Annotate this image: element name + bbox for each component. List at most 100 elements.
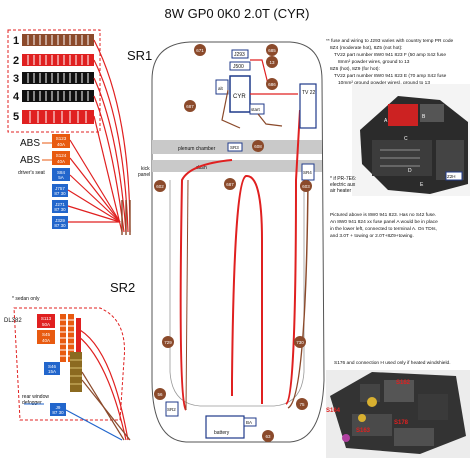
svg-text:J9: J9 [56, 405, 61, 410]
svg-text:75: 75 [299, 402, 305, 407]
note-line-4: 8mm² powder wires, ground to 13 [338, 59, 410, 65]
svg-text:Z2H: Z2H [447, 174, 456, 179]
sr4-box [301, 163, 315, 181]
sr1-row-4: 4 [13, 91, 20, 103]
fr-note: * if PR-7E6: electric aux air heater [330, 176, 358, 194]
starter-label: start [251, 107, 261, 112]
svg-text:B: B [422, 114, 426, 120]
svg-text:687: 687 [226, 182, 234, 187]
sr1-fuse-S123: S123 40A [52, 134, 70, 148]
j293-box [231, 49, 249, 59]
svg-text:S163: S163 [356, 428, 371, 434]
car-body-outline [151, 41, 325, 443]
diagram-title: 8W GP0 0K0 2.0T (CYR) [165, 6, 310, 21]
sr1-fuse-dividers [27, 35, 89, 123]
svg-text:A: A [384, 118, 388, 124]
sr1-fuse-row-5 [22, 110, 94, 124]
notes-top: ** fuse and wiring to J293 varies with c… [326, 38, 454, 86]
sr2-note: * sedan only [12, 296, 40, 302]
svg-text:87 30: 87 30 [54, 207, 66, 212]
svg-text:S113: S113 [41, 316, 52, 321]
svg-text:5A: 5A [58, 175, 64, 180]
note-line-6: TV22 part number 8W0 941 823 E (70 amp S… [334, 73, 447, 79]
dl382-label: DL382 [4, 318, 22, 324]
note-line-3: TV22 part number 8W0 941 823 F (50 amp S… [334, 52, 446, 58]
battery-box [205, 415, 245, 439]
ground-wire-right [287, 179, 309, 409]
svg-text:730: 730 [296, 340, 304, 345]
svg-text:15A: 15A [48, 369, 56, 374]
sr2-label: SR2 [110, 280, 135, 295]
note-line-5: 8Z6 (hot), 8Z9 (for hot): [330, 66, 380, 72]
svg-text:729: 729 [164, 340, 172, 345]
sr2-fuse-S46: S46 15A [44, 362, 60, 375]
alternator-box [215, 79, 229, 95]
svg-text:56: 56 [157, 392, 163, 397]
sr2-outline [13, 307, 125, 421]
dash-label: dash [196, 165, 207, 171]
cyr-label: CYR [233, 94, 246, 100]
ground-node-602: 602 [154, 180, 166, 192]
battery-label: battery [214, 430, 230, 436]
sr1-panel: SR1 1 2 3 4 5 ABS ABS S123 40A [7, 29, 152, 235]
svg-text:S84: S84 [57, 170, 66, 175]
svg-text:S178: S178 [394, 420, 409, 426]
sr1-relay-J329: J329 87 30 [52, 216, 68, 229]
ba-label: BA [246, 420, 252, 425]
starter-box [249, 103, 265, 115]
svg-text:S162: S162 [396, 380, 411, 386]
svg-text:13: 13 [269, 60, 275, 65]
j500-box [229, 61, 251, 71]
cabin-outline [169, 180, 305, 407]
sr1-row-3: 3 [13, 73, 19, 85]
notes-bottom: S176 and connection H used only if heate… [334, 360, 451, 366]
note-line-7: 10mm² ground powder wires), ground to 13 [338, 80, 430, 86]
ground-node-671: 671 [194, 44, 206, 56]
svg-text:J757: J757 [55, 186, 65, 191]
notes-mid: Pictured above is 8W0 941 823. Has no S4… [330, 212, 438, 239]
sr2-wires [65, 329, 131, 441]
svg-text:87 30: 87 30 [52, 410, 64, 415]
svg-text:J271: J271 [55, 202, 65, 207]
svg-text:87 30: 87 30 [54, 191, 66, 196]
plenum-label: plenum chamber [178, 146, 216, 152]
svg-text:D: D [408, 168, 412, 174]
sr2-relay-J9: J9 87 30 [50, 403, 66, 416]
sr1-row-5: 5 [13, 111, 19, 123]
sr1-abs-2: ABS [20, 155, 40, 166]
ground-node-685: 685 [266, 44, 278, 56]
j293-label: J293 [234, 52, 245, 58]
ground-node-729: 729 [162, 336, 174, 348]
svg-text:E: E [420, 182, 424, 188]
sr1-ground-wires [121, 200, 131, 235]
note-line-1: ** fuse and wiring to J293 varies with c… [326, 38, 454, 44]
svg-text:40A: 40A [42, 338, 50, 343]
sr1-row-1: 1 [13, 35, 19, 47]
fuse-box-photo-2: S162 S164 S163 S178 [326, 370, 470, 458]
svg-text:687: 687 [186, 104, 194, 109]
ground-node-686: 686 [266, 78, 278, 90]
main-power-wire [179, 109, 301, 411]
svg-text:686: 686 [268, 82, 276, 87]
ground-node-75: 75 [296, 398, 308, 410]
mid-line-3: in the lower left, connected to terminal… [330, 226, 437, 232]
sr2-fuse-S113: S113 50A [37, 314, 55, 328]
mid-line-1: Pictured above is 8W0 941 823. Has no S4… [330, 212, 436, 218]
sr2-box-label: SR2 [167, 407, 176, 412]
svg-text:S123: S123 [56, 136, 67, 141]
svg-text:608: 608 [254, 144, 262, 149]
ground-node-687-top: 687 [184, 100, 196, 112]
abs-arrows [42, 142, 52, 161]
sr1-relay-J271: J271 87 30 [52, 200, 68, 213]
svg-text:40A: 40A [57, 142, 65, 147]
engine-bay-wires [221, 59, 298, 129]
svg-text:671: 671 [196, 48, 204, 53]
svg-text:S45: S45 [42, 332, 51, 337]
sr2-box [165, 401, 179, 417]
sr1-fuse-S84: S84 5A [52, 168, 70, 181]
svg-text:87 30: 87 30 [54, 223, 66, 228]
ground-node-63: 63 [262, 430, 274, 442]
